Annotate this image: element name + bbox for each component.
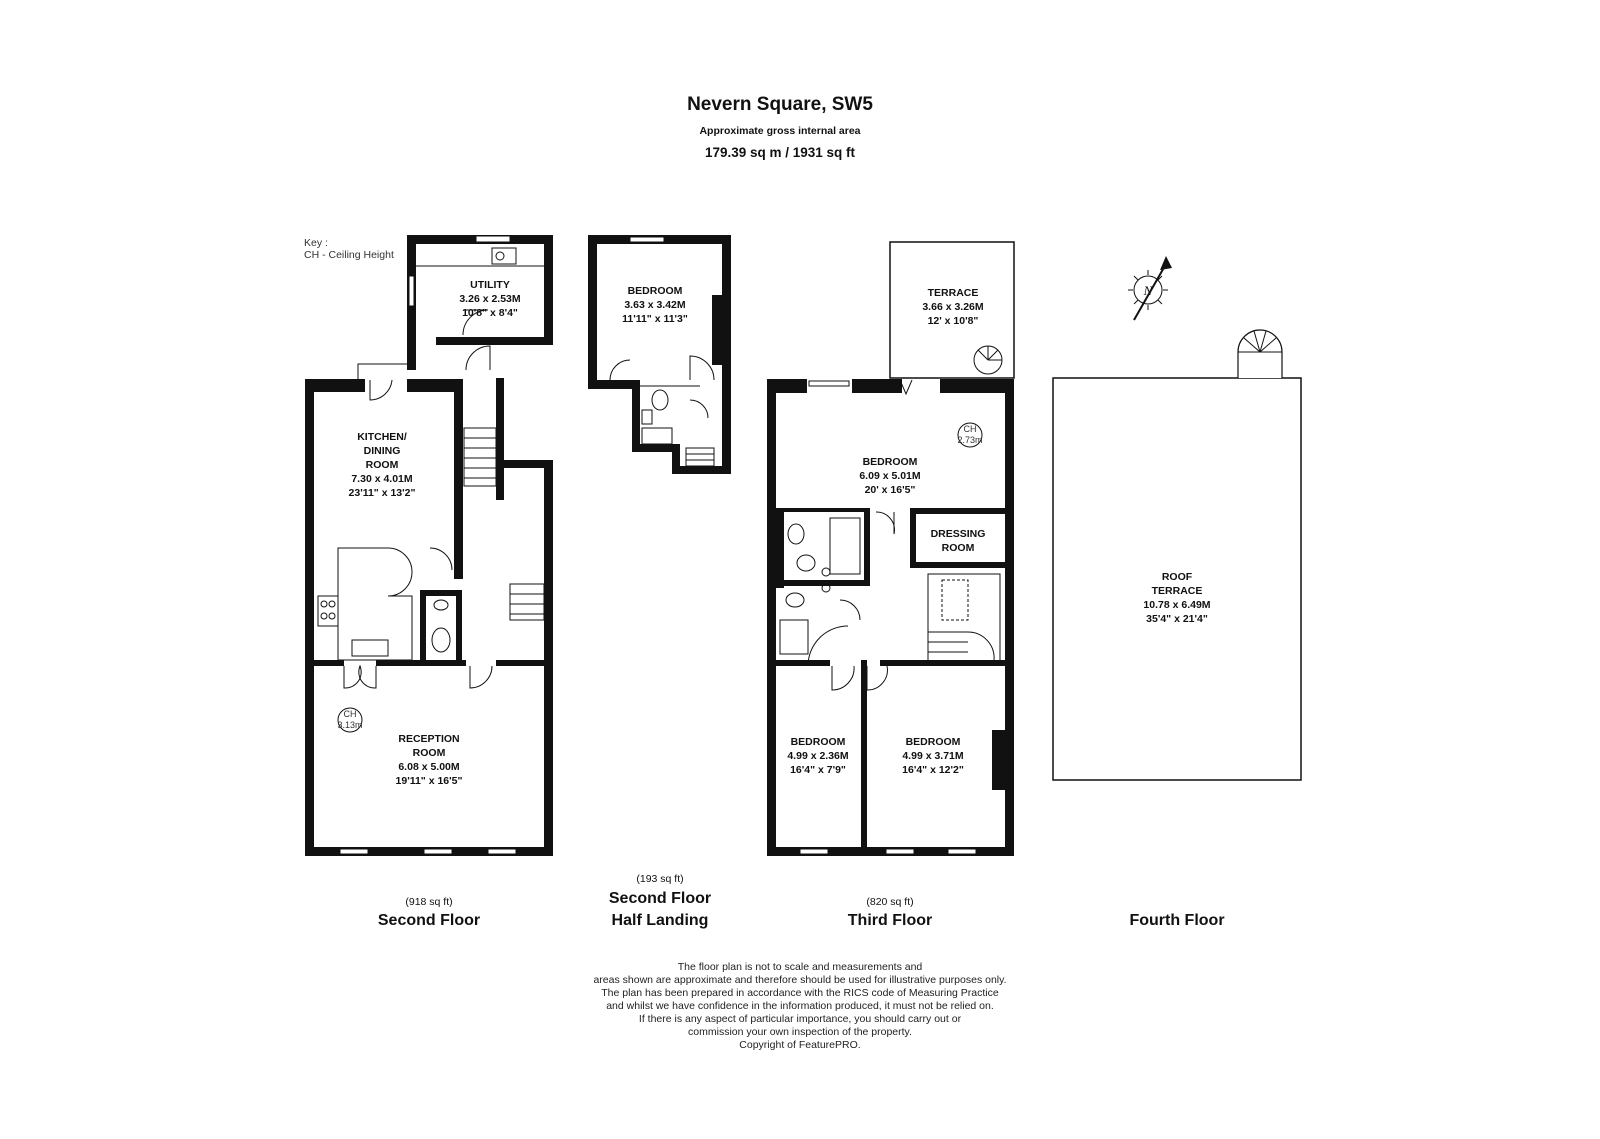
compass-letter: N bbox=[1143, 283, 1154, 298]
fourth-floor-name: Fourth Floor bbox=[1129, 912, 1224, 929]
third-right-bedroom-metric: 4.99 x 3.71M bbox=[902, 750, 964, 762]
key-legend: Key : CH - Ceiling Height bbox=[304, 237, 394, 261]
stairs-second-floor bbox=[463, 427, 545, 621]
compass-icon: N bbox=[1128, 256, 1172, 321]
terrace-label: TERRACE bbox=[928, 287, 979, 299]
kitchen-label-line1: KITCHEN/ bbox=[357, 431, 407, 443]
gross-area: 179.39 sq m / 1931 sq ft bbox=[705, 145, 856, 160]
roof-terrace-metric: 10.78 x 6.49M bbox=[1143, 599, 1210, 611]
ch-value: 3.13m bbox=[337, 720, 362, 730]
ch-label-third: CH bbox=[964, 424, 977, 434]
fourth-floor-plan: ROOF TERRACE 10.78 x 6.49M 35'4" x 21'4"… bbox=[1052, 329, 1302, 929]
reception-label-line1: RECEPTION bbox=[398, 733, 459, 745]
plan-title: Nevern Square, SW5 bbox=[687, 94, 873, 115]
third-floor-area: (820 sq ft) bbox=[866, 896, 913, 908]
disclaimer-line: If there is any aspect of particular imp… bbox=[639, 1013, 962, 1025]
third-small-bedroom-metric: 4.99 x 2.36M bbox=[787, 750, 849, 762]
reception-metric: 6.08 x 5.00M bbox=[398, 761, 460, 773]
key-title: Key : bbox=[304, 237, 328, 249]
dressing-room-label-line1: DRESSING bbox=[931, 528, 986, 540]
spiral-stair-terrace bbox=[973, 345, 1003, 375]
ceiling-height-badge-second: CH 3.13m bbox=[337, 707, 363, 733]
kitchen-label-line3: ROOM bbox=[366, 459, 399, 471]
third-right-bedroom-imperial: 16'4" x 12'2" bbox=[902, 764, 964, 776]
area-caption: Approximate gross internal area bbox=[699, 125, 860, 137]
disclaimer-line: commission your own inspection of the pr… bbox=[688, 1026, 912, 1038]
third-floor-name: Third Floor bbox=[848, 912, 932, 929]
disclaimer-line: The plan has been prepared in accordance… bbox=[601, 987, 999, 999]
kitchen-metric: 7.30 x 4.01M bbox=[351, 473, 413, 485]
key-ceiling-height: CH - Ceiling Height bbox=[304, 249, 394, 261]
utility-metric: 3.26 x 2.53M bbox=[459, 293, 521, 305]
disclaimer-line: areas shown are approximate and therefor… bbox=[593, 974, 1006, 986]
ch-value-third: 2.73m bbox=[957, 435, 982, 445]
third-main-bedroom-metric: 6.09 x 5.01M bbox=[859, 470, 921, 482]
half-landing-bedroom-imperial: 11'11" x 11'3" bbox=[622, 313, 688, 325]
half-landing-bedroom-metric: 3.63 x 3.42M bbox=[624, 299, 686, 311]
kitchen-imperial: 23'11" x 13'2" bbox=[349, 487, 416, 499]
disclaimer-line: Copyright of FeaturePRO. bbox=[739, 1039, 860, 1051]
disclaimer-line: The floor plan is not to scale and measu… bbox=[678, 961, 923, 973]
stairs-third-floor bbox=[927, 573, 1001, 663]
kitchen-label-line2: DINING bbox=[364, 445, 401, 457]
header: Nevern Square, SW5 Approximate gross int… bbox=[687, 94, 873, 160]
dressing-room-label-line2: ROOM bbox=[942, 542, 975, 554]
roof-terrace-label-line2: TERRACE bbox=[1152, 585, 1203, 597]
half-landing-plan: BEDROOM 3.63 x 3.42M 11'11" x 11'3" (193… bbox=[588, 235, 731, 929]
utility-imperial: 10'8" x 8'4" bbox=[462, 307, 518, 319]
ceiling-height-badge-third: CH 2.73m bbox=[957, 422, 983, 448]
roof-terrace-imperial: 35'4" x 21'4" bbox=[1146, 613, 1208, 625]
third-main-bedroom-label: BEDROOM bbox=[863, 456, 918, 468]
third-floor-plan: TERRACE 3.66 x 3.26M 12' x 10'8" CH 2.73… bbox=[767, 241, 1015, 929]
third-small-bedroom-imperial: 16'4" x 7'9" bbox=[790, 764, 846, 776]
terrace-imperial: 12' x 10'8" bbox=[928, 315, 979, 327]
half-landing-area: (193 sq ft) bbox=[636, 873, 683, 885]
terrace-metric: 3.66 x 3.26M bbox=[922, 301, 984, 313]
ch-label: CH bbox=[344, 709, 357, 719]
disclaimer: The floor plan is not to scale and measu… bbox=[593, 961, 1006, 1051]
spiral-stair-roof bbox=[1237, 329, 1283, 378]
roof-terrace-label-line1: ROOF bbox=[1162, 571, 1193, 583]
second-floor-name: Second Floor bbox=[378, 912, 480, 929]
half-landing-bedroom-label: BEDROOM bbox=[628, 285, 683, 297]
utility-label: UTILITY bbox=[470, 279, 510, 291]
second-floor-area: (918 sq ft) bbox=[405, 896, 452, 908]
third-main-bedroom-imperial: 20' x 16'5" bbox=[865, 484, 916, 496]
half-landing-name-line1: Second Floor bbox=[609, 890, 711, 907]
disclaimer-line: and whilst we have confidence in the inf… bbox=[606, 1000, 994, 1012]
half-landing-name-line2: Half Landing bbox=[612, 912, 709, 929]
second-floor-plan: UTILITY 3.26 x 2.53M 10'8" x 8'4" KITCHE… bbox=[305, 235, 553, 929]
third-small-bedroom-label: BEDROOM bbox=[791, 736, 846, 748]
third-right-bedroom-label: BEDROOM bbox=[906, 736, 961, 748]
reception-label-line2: ROOM bbox=[413, 747, 446, 759]
reception-imperial: 19'11" x 16'5" bbox=[396, 775, 463, 787]
